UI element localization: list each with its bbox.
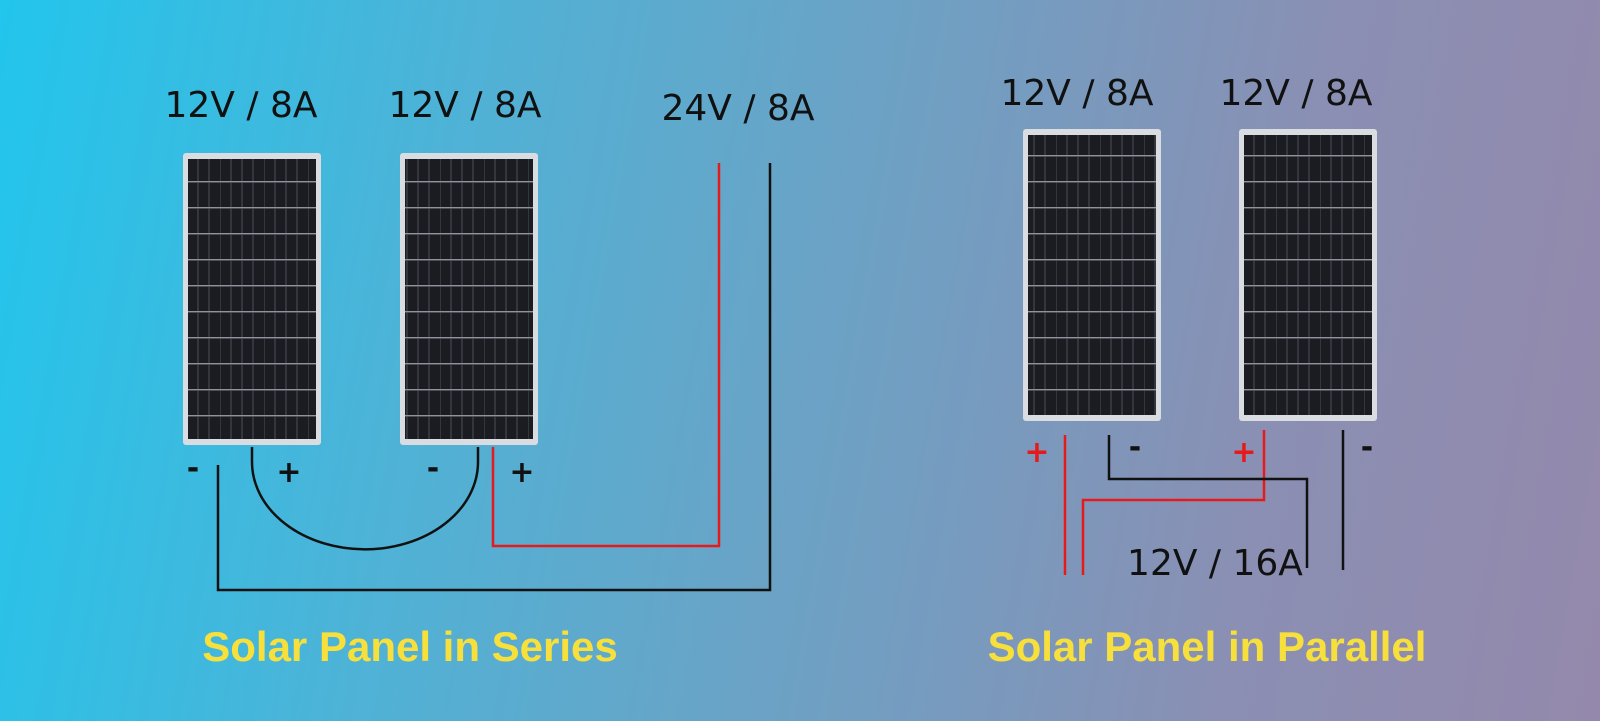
parallel-panel-2-rating: 12V / 8A (1220, 73, 1373, 114)
parallel-solar-panel-2 (1239, 129, 1377, 421)
series-panel-1-plus-terminal: + (276, 455, 301, 490)
parallel-panel-2-minus-terminal: - (1361, 430, 1373, 465)
parallel-solar-panel-1 (1023, 129, 1161, 421)
parallel-negative-bus-wire (1107, 435, 1309, 568)
series-panel-1-minus-terminal: - (187, 451, 199, 486)
series-panel-1-rating: 12V / 8A (165, 85, 318, 126)
parallel-output-rating: 12V / 16A (1127, 543, 1303, 584)
series-output-rating: 24V / 8A (662, 88, 815, 129)
parallel-panel-1-plus-terminal: + (1024, 435, 1049, 470)
series-solar-panel-1 (183, 153, 321, 445)
parallel-caption: Solar Panel in Parallel (988, 623, 1427, 670)
parallel-diagram: 12V / 8A 12V / 8A + - + - 12V / 16A Sola… (988, 73, 1427, 670)
series-bridge-wire (250, 447, 480, 551)
parallel-panel-1-minus-terminal: - (1129, 430, 1141, 465)
parallel-panel-2-plus-terminal: + (1231, 435, 1256, 470)
series-diagram: 12V / 8A 12V / 8A 24V / 8A - + - + Solar… (165, 85, 815, 670)
parallel-positive-bus-wire (1081, 430, 1266, 575)
series-positive-output-wire (491, 163, 721, 548)
series-panel-2-rating: 12V / 8A (389, 85, 542, 126)
series-negative-output-wire (216, 163, 772, 592)
series-panel-2-minus-terminal: - (427, 451, 439, 486)
parallel-panel-1-rating: 12V / 8A (1001, 73, 1154, 114)
series-caption: Solar Panel in Series (202, 623, 618, 670)
series-solar-panel-2 (400, 153, 538, 445)
series-panel-2-plus-terminal: + (509, 455, 534, 490)
